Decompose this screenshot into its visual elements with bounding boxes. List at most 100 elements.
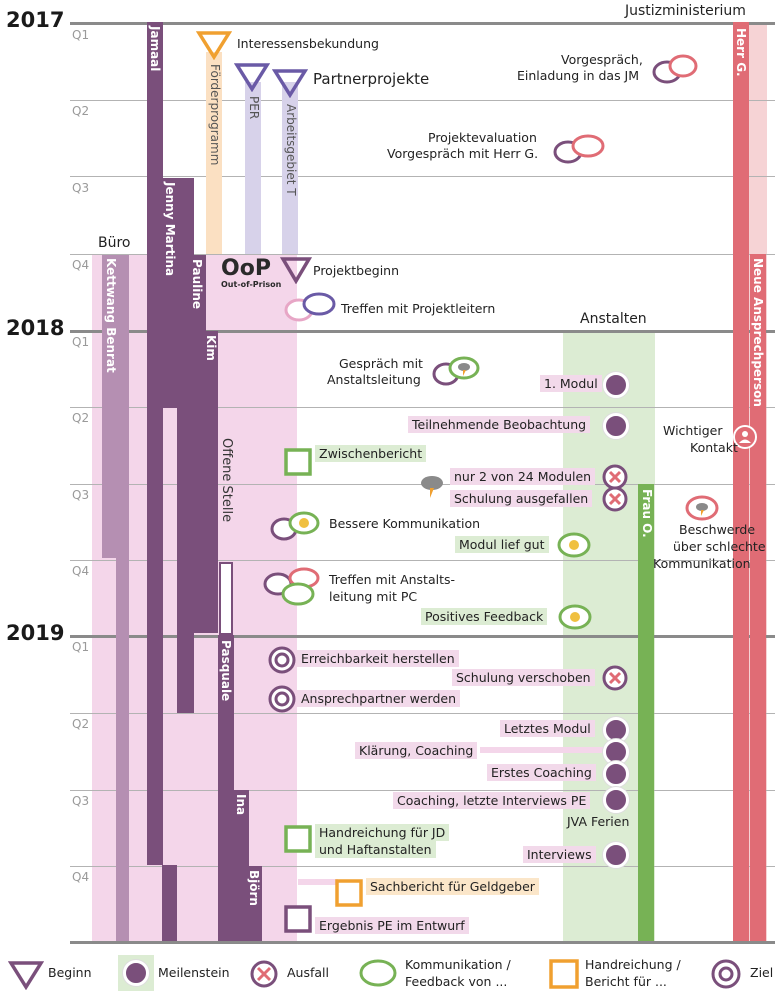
chat-storm-icon [685, 495, 719, 521]
event-handreichung-1: Handreichung für JD [315, 824, 450, 841]
triangle-icon [234, 63, 270, 92]
legend-meilenstein: Meilenstein [158, 965, 230, 980]
person-per: PER [247, 96, 261, 120]
quarter-line [70, 790, 775, 791]
event-wichtig-1: Wichtiger [663, 423, 723, 438]
bar-jamaal [147, 22, 163, 865]
event-ansprechpartner: Ansprechpartner werden [297, 690, 461, 707]
event-projektevaluation-2: Vorgespräch mit Herr G. [387, 146, 539, 161]
event-ergebnis: Ergebnis PE im Entwurf [315, 917, 469, 934]
quarter-line [70, 100, 775, 101]
event-schulung-aus: Schulung ausgefallen [450, 490, 593, 507]
report-icon [549, 959, 579, 989]
milestone-icon [123, 960, 149, 986]
event-erstes-coaching: Erstes Coaching [487, 764, 596, 781]
quarter-line [70, 713, 775, 714]
person-neue-ansprech: Neue Ansprechperson [751, 258, 765, 407]
milestone-icon [603, 761, 629, 787]
legend-handreichung-1: Handreichung / [585, 957, 681, 972]
chat-sun-icon [557, 532, 591, 558]
bar-kettwang-lower [116, 558, 129, 941]
bar-herr-g [733, 22, 749, 941]
target-icon [711, 959, 741, 989]
year-line-2018 [70, 330, 775, 333]
chat-sun-icon [558, 604, 592, 630]
quarter-label: Q1 [72, 335, 90, 349]
bar-frau-o [638, 484, 654, 941]
legend-ziel: Ziel [750, 965, 774, 980]
cancel-icon [602, 665, 628, 691]
chat-icon [284, 292, 336, 322]
person-pauline: Pauline [190, 259, 204, 310]
event-modul-1: 1. Modul [540, 375, 602, 392]
chat-icon [652, 54, 698, 84]
bar-foerderprogramm [206, 52, 222, 254]
bar-jamaal-lower [162, 865, 177, 941]
event-projektbeginn: Projektbeginn [313, 263, 400, 278]
legend-ausfall: Ausfall [287, 965, 329, 980]
quarter-line [70, 254, 775, 255]
person-foerderprogramm: Förderprogramm [208, 64, 222, 166]
person-offene-stelle: Offene Stelle [219, 438, 234, 523]
bar-pauline [190, 255, 206, 331]
quarter-label: Q2 [72, 104, 90, 118]
event-handreichung-2: und Haftanstalten [315, 841, 436, 858]
milestone-icon [603, 842, 629, 868]
event-positives-feedback: Positives Feedback [421, 608, 548, 625]
event-vorgespraech-1: Vorgespräch, [561, 52, 643, 67]
event-modul-gut: Modul lief gut [455, 536, 549, 553]
milestone-icon [603, 413, 629, 439]
year-2019: 2019 [6, 621, 65, 645]
triangle-icon [272, 69, 308, 98]
quarter-label: Q2 [72, 717, 90, 731]
oop-subtitle: Out-of-Prison [221, 280, 282, 289]
event-klaerung: Klärung, Coaching [355, 742, 478, 759]
cancel-icon [250, 960, 278, 988]
person-frau-o: Frau O. [640, 489, 654, 538]
quarter-label: Q4 [72, 870, 90, 884]
event-beschwerde-1: Beschwerde [679, 522, 756, 537]
event-erreichbarkeit: Erreichbarkeit herstellen [297, 650, 459, 667]
event-schulung-verschoben: Schulung verschoben [452, 669, 595, 686]
event-sachbericht: Sachbericht für Geldgeber [366, 878, 539, 895]
person-bjoern: Björn [247, 870, 261, 906]
quarter-line [70, 176, 775, 177]
event-partnerprojekte: Partnerprojekte [313, 70, 430, 88]
person-herr-g: Herr G. [734, 28, 748, 77]
triangle-icon [196, 31, 232, 60]
milestone-icon [603, 787, 629, 813]
quarter-line [70, 407, 775, 408]
triangle-icon [280, 257, 312, 284]
oop-title: OoP [221, 256, 271, 281]
quarter-line [70, 866, 775, 867]
person-icon [733, 425, 757, 449]
sachbericht-stripe [298, 879, 338, 885]
event-interessensbekundung: Interessensbekundung [237, 36, 379, 51]
legend-handreichung-2: Bericht für ... [585, 974, 667, 989]
event-treffen-anstalt-2: leitung mit PC [329, 589, 418, 604]
bar-pauline-mid [190, 331, 218, 633]
cancel-icon [602, 486, 628, 512]
legend-kommunikation-1: Kommunikation / [405, 957, 511, 972]
event-beschwerde-3: Kommunikation [653, 556, 751, 571]
bottom-line [70, 941, 775, 944]
section-anstalten: Anstalten [580, 311, 647, 327]
chat-sun-icon [270, 511, 320, 541]
legend-beginn: Beginn [48, 965, 92, 980]
event-wichtig-2: Kontakt [690, 440, 738, 455]
event-treffen-anstalt-1: Treffen mit Anstalts- [329, 572, 456, 587]
event-teilnehmende: Teilnehmende Beobachtung [408, 416, 591, 433]
event-jva-ferien: JVA Ferien [567, 814, 630, 829]
chat-storm-icon [432, 356, 480, 386]
oop-band-top [200, 255, 297, 331]
event-letztes-modul: Letztes Modul [500, 720, 595, 737]
bar-jenny [162, 178, 194, 408]
person-pasquale: Pasquale [219, 640, 233, 702]
event-vorgespraech-2: Einladung in das JM [517, 68, 640, 83]
quarter-label: Q4 [72, 258, 90, 272]
legend-kommunikation-2: Feedback von ... [405, 974, 508, 989]
quarter-label: Q2 [72, 411, 90, 425]
event-coaching-letzte: Coaching, letzte Interviews PE [393, 792, 591, 809]
person-arbeitsgebiet: Arbeitsgebiet T [284, 104, 298, 196]
